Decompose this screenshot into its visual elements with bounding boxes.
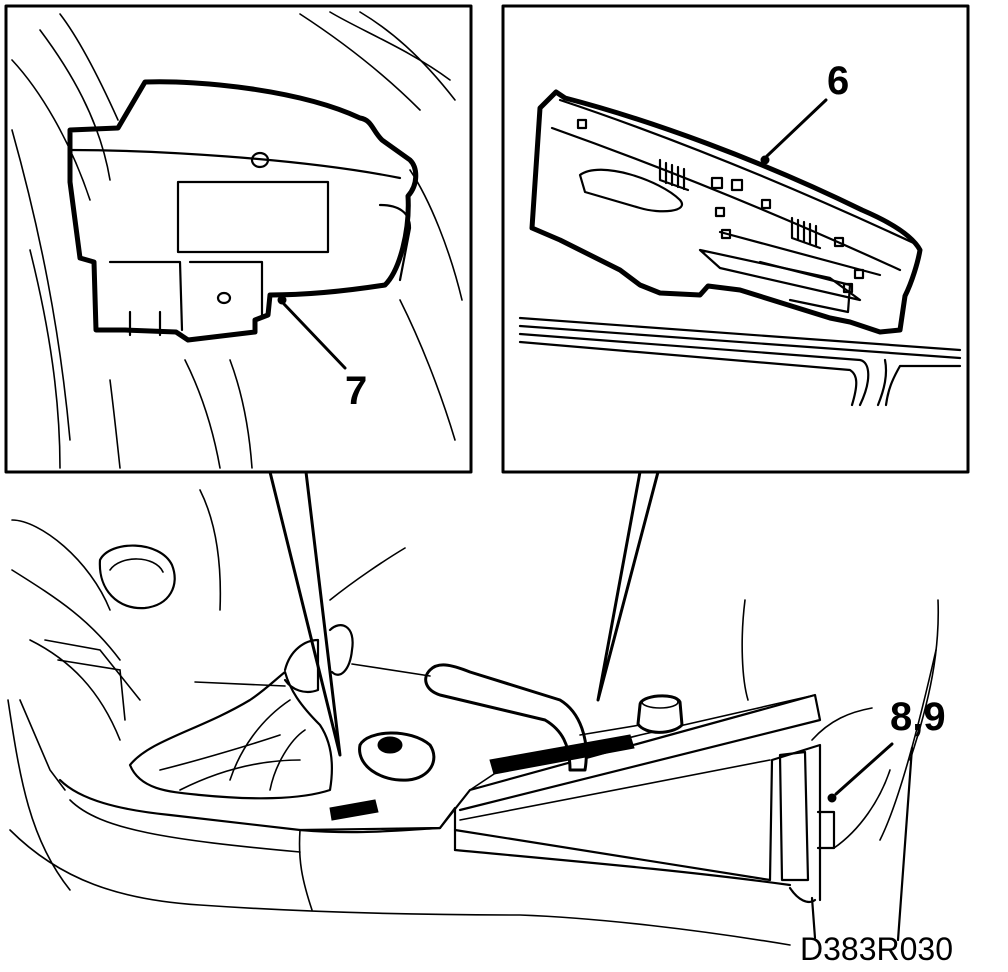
callout-7: 7 bbox=[345, 369, 367, 413]
console-scene bbox=[7, 489, 940, 946]
inset-pointers bbox=[268, 470, 660, 757]
left-inset: 7 bbox=[4, 4, 473, 474]
callout-6: 6 bbox=[827, 59, 849, 103]
figure-code: D383R030 bbox=[800, 931, 953, 967]
right-inset: 6 bbox=[501, 4, 970, 474]
callout-8-9-group: 8,9 bbox=[810, 695, 946, 942]
callout-8-9: 8,9 bbox=[890, 695, 946, 739]
